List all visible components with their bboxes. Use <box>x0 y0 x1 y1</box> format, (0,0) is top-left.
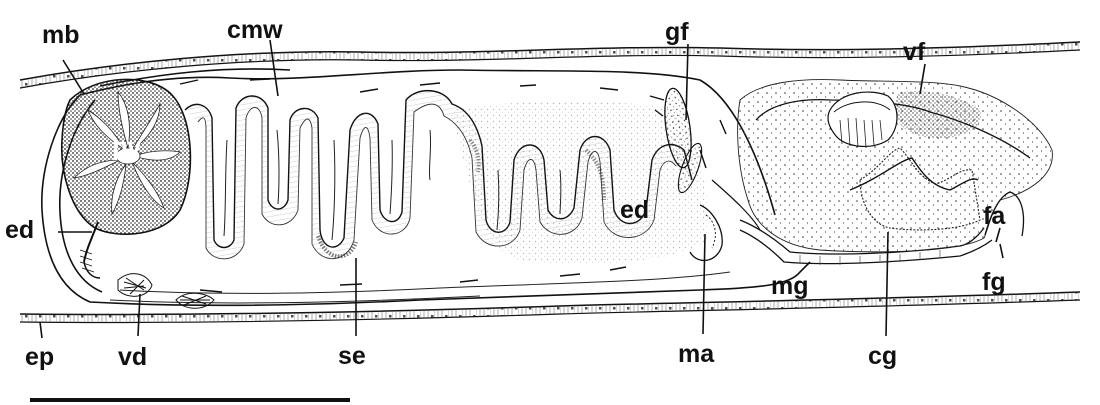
label-se: se <box>338 342 366 370</box>
label-ed-mid: ed <box>620 196 649 224</box>
label-cmw: cmw <box>227 16 283 44</box>
label-mg: mg <box>771 272 809 300</box>
label-vd: vd <box>118 343 147 371</box>
label-vf: vf <box>903 38 926 66</box>
label-fg: fg <box>982 268 1006 296</box>
label-ep: ep <box>25 343 54 371</box>
label-ma: ma <box>678 340 715 368</box>
ejaculatory-duct-left <box>80 222 100 278</box>
label-fa: fa <box>983 202 1006 230</box>
epidermis-bottom <box>20 292 1080 323</box>
label-pv: pv <box>112 133 141 161</box>
label-gf: gf <box>665 18 689 46</box>
label-ed-left: ed <box>5 216 34 244</box>
label-cg: cg <box>868 342 897 370</box>
label-mb: mb <box>42 21 80 49</box>
scale-bar <box>30 398 350 402</box>
